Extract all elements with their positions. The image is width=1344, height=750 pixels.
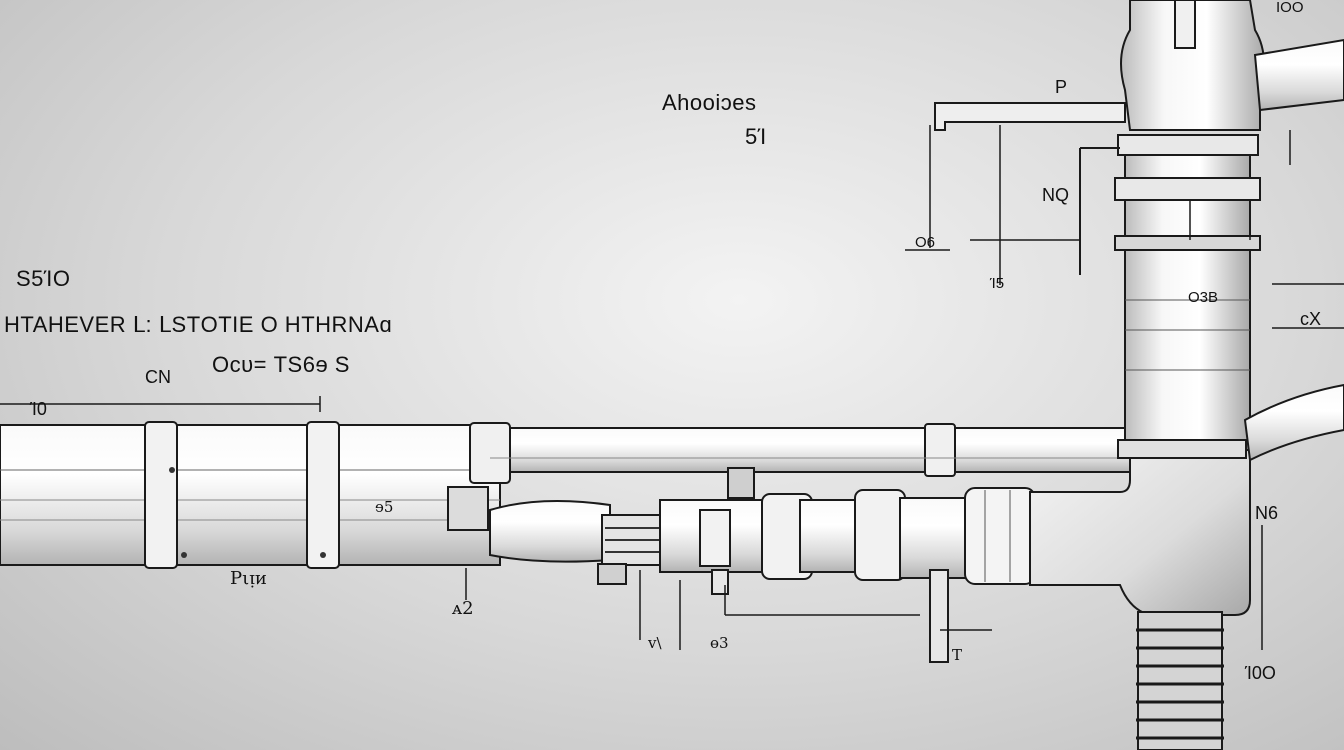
label-right-p: P [1055, 77, 1068, 97]
label-pipe-mark: ɘ5 [375, 498, 394, 516]
bellows-joint [1136, 611, 1224, 750]
label-right-nq: NQ [1042, 185, 1069, 205]
elbow-fitting [1029, 439, 1251, 616]
label-right-osb: O3B [1188, 289, 1219, 306]
reducer-pipe [447, 467, 1036, 663]
label-top-center: Ahooiɔes [662, 90, 757, 115]
label-right-t: Ί5 [990, 275, 1005, 292]
label-under-pipe-a: Pιᴉᴎ [230, 568, 267, 589]
label-left-title: ΗΤΑΗΕVΕR Ⅼ: ⅬSΤOΤΙΕ O ΗΤΗRNΑɑ [4, 312, 393, 337]
label-under-pipe-b: ᴀ2 [452, 598, 474, 619]
upper-branch-pipe [469, 422, 1131, 484]
label-left-formula: Oᴄᴜ= ΤS6ɘ S [212, 352, 350, 377]
dimension-lines [0, 125, 1344, 650]
main-horizontal-pipe [0, 421, 501, 569]
label-under-pipe-c: ᴠ\ [648, 634, 662, 652]
label-under-pipe-d: ɵ3 [710, 634, 729, 652]
label-right-cx: ᴄX [1300, 309, 1322, 329]
vertical-pipe [1114, 0, 1344, 462]
upper-bracket [934, 102, 1126, 275]
label-under-pipe-e: Τ [952, 646, 963, 664]
label-left-dim: Ί0 [30, 399, 47, 419]
label-left-code: S5ΊO [16, 266, 71, 291]
label-right-n6: Ν6 [1255, 503, 1279, 523]
label-left-note: CΝ [145, 367, 171, 387]
label-top-center-sub: 5Ί [745, 124, 767, 149]
label-right-n0: Ί0O [1245, 663, 1276, 683]
label-right-os: O6 [915, 234, 936, 251]
label-top-right: ΙOO [1276, 0, 1304, 16]
